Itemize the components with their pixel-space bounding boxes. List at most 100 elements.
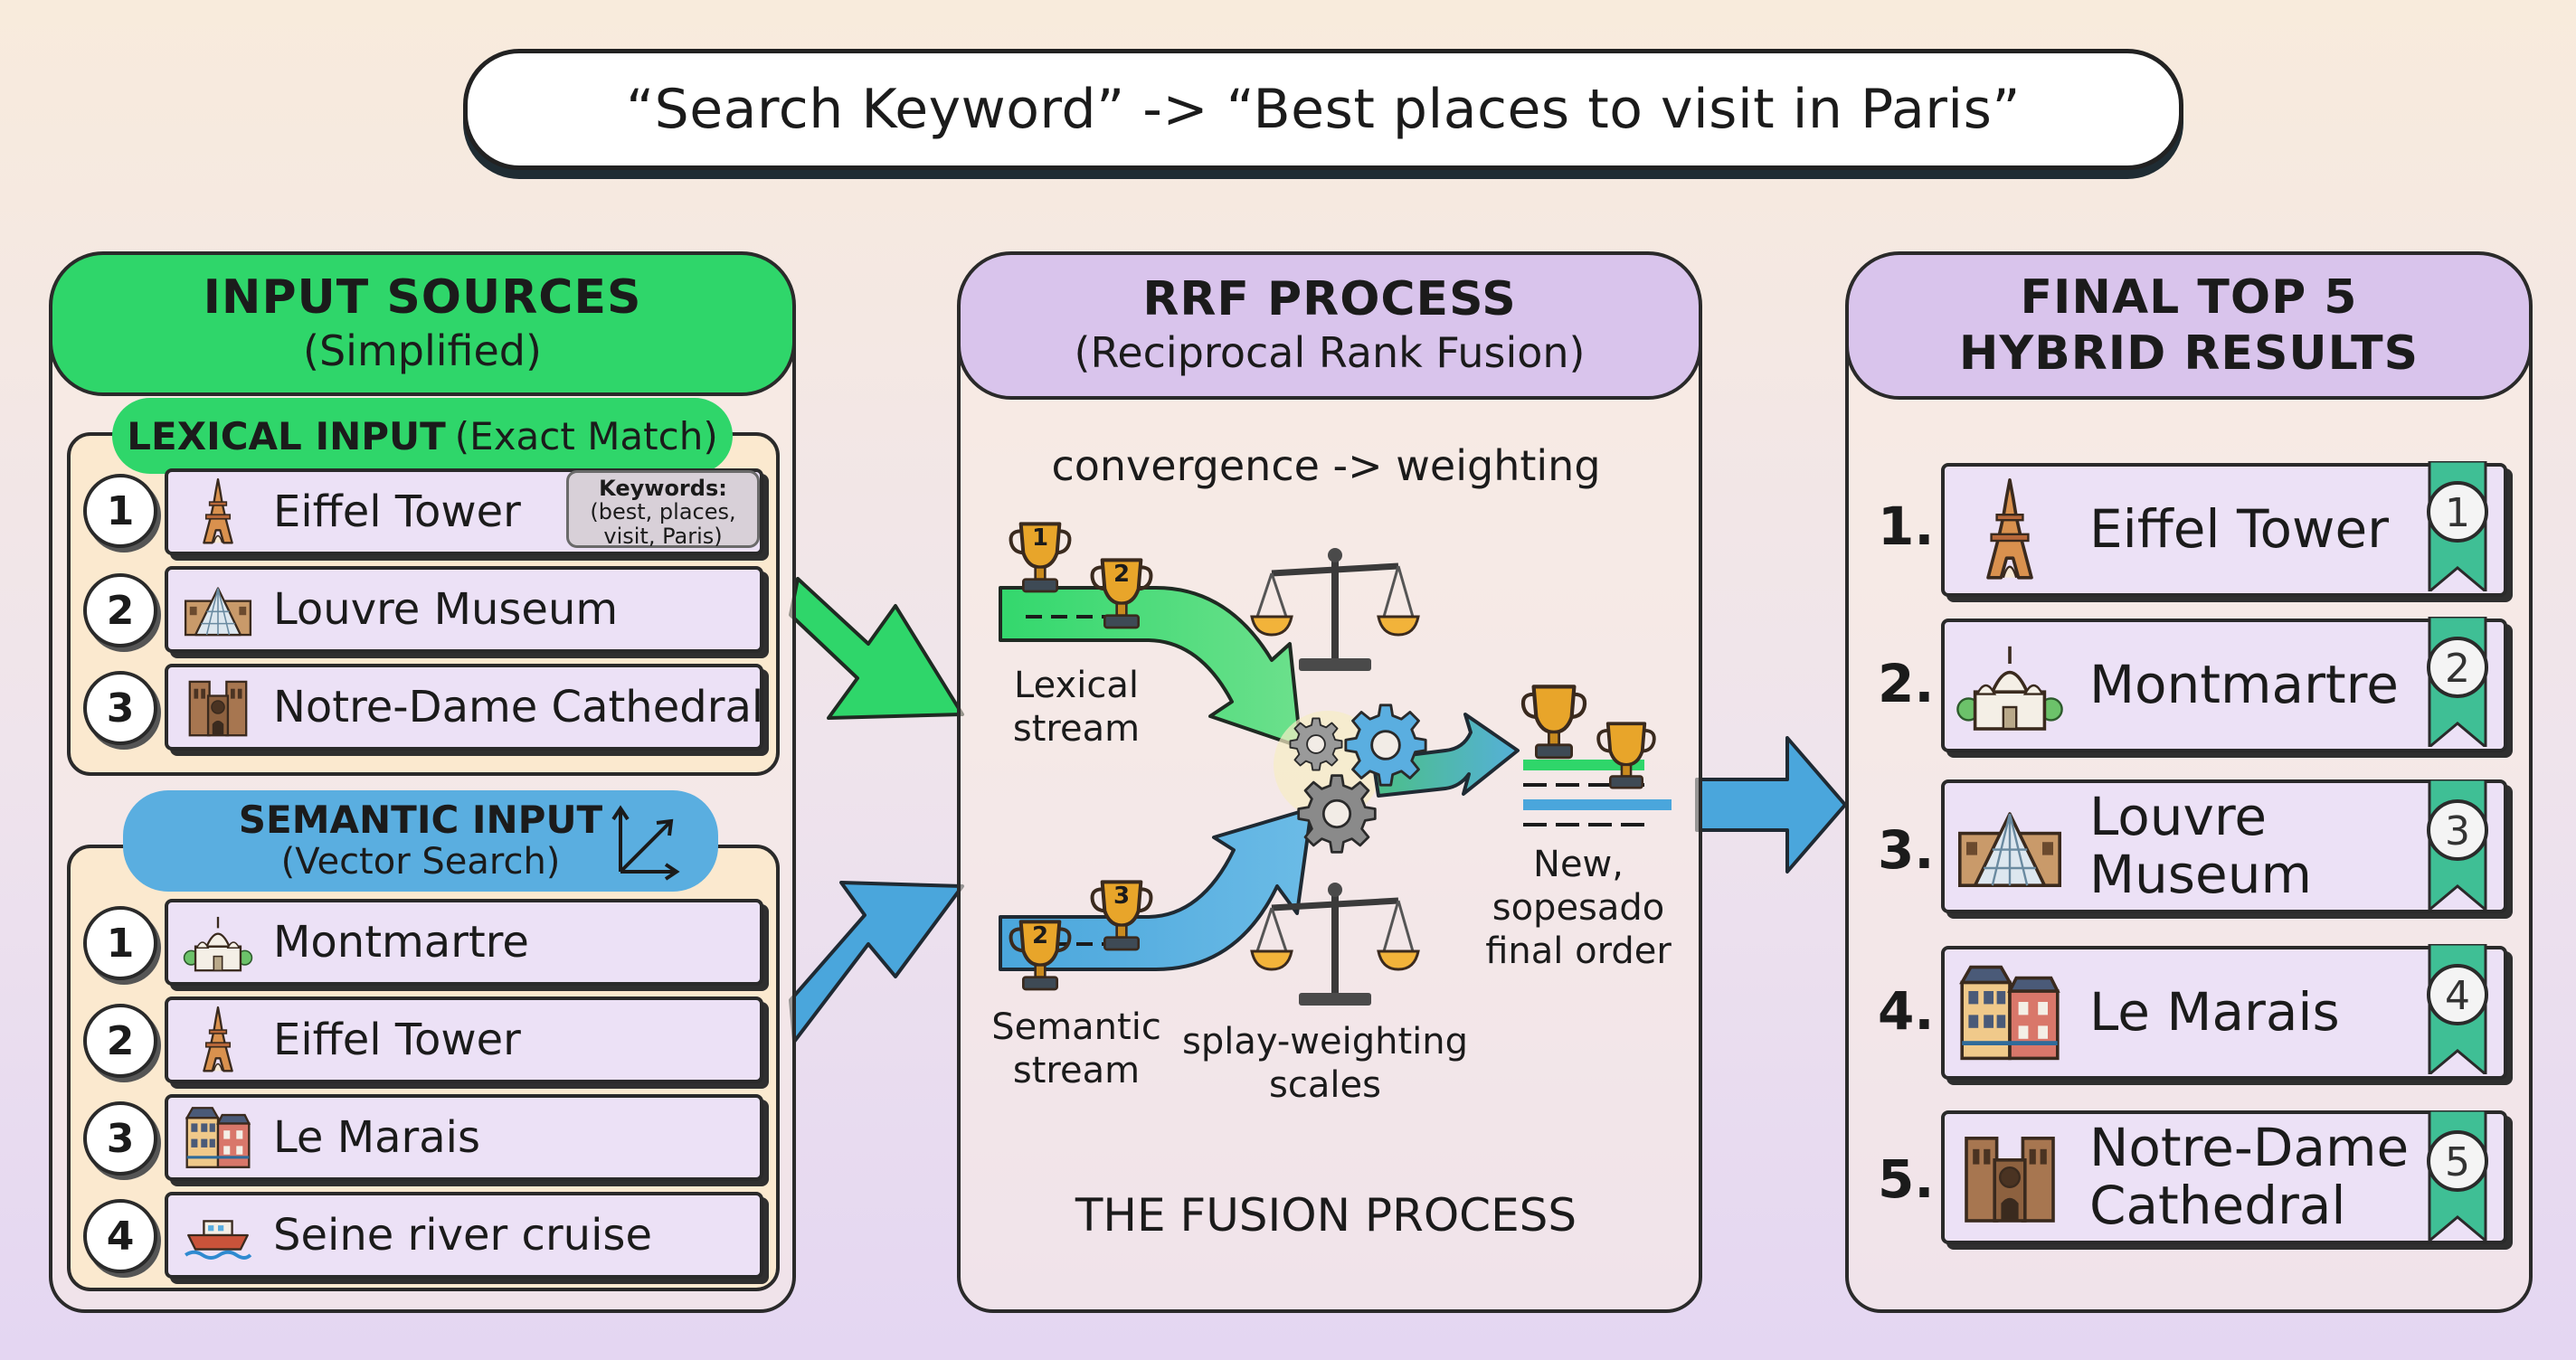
rrf-process-subtitle: (Reciprocal Rank Fusion) [1074, 328, 1586, 378]
le-marais-icon [1956, 959, 2064, 1067]
lexical-item-notre-dame[interactable]: Notre-Dame Cathedral [165, 664, 763, 751]
semantic-input-subtitle: (Vector Search) [280, 841, 561, 883]
input-sources-header: INPUT SOURCES (Simplified) [49, 251, 796, 396]
semantic-item-label: Eiffel Tower [273, 1015, 521, 1065]
gear-icon [1295, 772, 1378, 855]
lexical-input-pill: LEXICAL INPUT (Exact Match) [112, 398, 733, 474]
rank-ribbon-icon: 4 [2427, 944, 2488, 1074]
gear-icon [1288, 716, 1344, 772]
rank-badge-number: 5 [2445, 1139, 2470, 1185]
final-rank-number: 1. [1878, 496, 1935, 557]
semantic-input-title: SEMANTIC INPUT [238, 797, 603, 842]
scale-icon [1245, 534, 1425, 678]
final-results-title-line1: FINAL TOP 5 [2020, 269, 2358, 325]
lexical-input-subtitle: (Exact Match) [454, 413, 718, 458]
rank-badge-number: 3 [2445, 808, 2470, 855]
lexical-item-label: Eiffel Tower [273, 486, 521, 537]
semantic-item-label: Le Marais [273, 1112, 481, 1163]
semantic-item-le-marais[interactable]: Le Marais [165, 1094, 763, 1181]
eiffel-tower-icon [183, 477, 253, 547]
seine-boat-icon [183, 1200, 253, 1270]
rrf-process-title: RRF PROCESS [1142, 272, 1517, 327]
final-results-header: FINAL TOP 5 HYBRID RESULTS [1845, 251, 2533, 400]
semantic-input-pill: SEMANTIC INPUT (Vector Search) [123, 790, 718, 892]
semantic-rank-3: 3 [83, 1101, 157, 1176]
fusion-process-footer: THE FUSION PROCESS [1075, 1189, 1577, 1242]
keywords-list-2: visit, Paris) [603, 523, 723, 549]
semantic-item-seine-cruise[interactable]: Seine river cruise [165, 1192, 763, 1279]
semantic-item-label: Seine river cruise [273, 1210, 652, 1261]
semantic-to-rrf-arrow [789, 881, 964, 1044]
semantic-rank-1: 1 [83, 906, 157, 980]
rank-badge-number: 1 [2445, 490, 2470, 536]
search-query-box: “Search Keyword” -> “Best places to visi… [463, 49, 2183, 170]
keywords-list: (best, places, [590, 499, 736, 525]
final-order-trophy-icon [1516, 678, 1592, 769]
lexical-rank-2: 2 [83, 573, 157, 647]
final-order-trophy-icon [1592, 716, 1661, 798]
rank-badge-number: 4 [2445, 973, 2470, 1019]
rrf-process-header: RRF PROCESS (Reciprocal Rank Fusion) [957, 251, 1702, 400]
keywords-box: Keywords: (best, places, visit, Paris) [566, 470, 760, 548]
input-sources-subtitle: (Simplified) [303, 326, 542, 376]
eiffel-tower-icon [1956, 476, 2064, 584]
input-sources-title: INPUT SOURCES [203, 270, 642, 326]
final-rank-number: 4. [1878, 980, 1935, 1042]
eiffel-tower-icon [183, 1005, 253, 1075]
trophy-rank: 1 [1032, 524, 1049, 552]
lexical-input-title: LEXICAL INPUT [127, 413, 446, 458]
rank-ribbon-icon: 5 [2427, 1110, 2488, 1241]
semantic-item-eiffel-tower[interactable]: Eiffel Tower [165, 996, 763, 1083]
notre-dame-icon [1956, 1123, 2064, 1232]
rrf-caption: convergence -> weighting [1051, 441, 1601, 490]
final-rank-number: 5. [1878, 1148, 1935, 1210]
montmartre-icon [1956, 631, 2064, 740]
rank-badge-number: 2 [2445, 646, 2470, 692]
rank-ribbon-icon: 2 [2427, 617, 2488, 747]
rrf-to-final-arrow [1695, 736, 1847, 874]
final-result-eiffel-tower[interactable]: Eiffel Tower [1941, 463, 2507, 597]
final-result-label: Montmartre [2089, 654, 2399, 716]
final-rank-number: 2. [1878, 653, 1935, 714]
final-rank-number: 3. [1878, 819, 1935, 881]
final-result-label: Le Marais [2089, 981, 2340, 1044]
louvre-icon [1956, 792, 2064, 901]
lexical-to-rrf-arrow [789, 577, 964, 720]
final-result-label: Eiffel Tower [2089, 498, 2389, 561]
montmartre-icon [183, 907, 253, 978]
lexical-item-label: Louvre Museum [273, 584, 619, 635]
semantic-rank-2: 2 [83, 1004, 157, 1078]
keywords-title: Keywords: [599, 476, 727, 501]
search-query-text: “Search Keyword” -> “Best places to visi… [626, 78, 2021, 141]
trophy-rank: 2 [1113, 561, 1131, 588]
final-results-title-line2: HYBRID RESULTS [1958, 326, 2420, 381]
louvre-icon [183, 574, 253, 645]
vector-axes-icon [611, 805, 680, 881]
lexical-item-louvre-museum[interactable]: Louvre Museum [165, 566, 763, 653]
final-result-le-marais[interactable]: Le Marais [1941, 946, 2507, 1080]
lexical-rank-1: 1 [83, 474, 157, 548]
semantic-rank-4: 4 [83, 1199, 157, 1273]
semantic-item-montmartre[interactable]: Montmartre [165, 899, 763, 986]
final-result-montmartre[interactable]: Montmartre [1941, 619, 2507, 752]
semantic-item-label: Montmartre [273, 917, 529, 968]
le-marais-icon [183, 1102, 253, 1173]
lexical-rank-3: 3 [83, 671, 157, 745]
final-order-label: New, sopesado final order [1485, 844, 1672, 972]
trophy-rank: 3 [1113, 883, 1131, 910]
semantic-stream-arrow [999, 807, 1313, 971]
trophy-rank: 2 [1032, 922, 1049, 949]
lexical-item-label: Notre-Dame Cathedral [273, 682, 764, 732]
notre-dame-icon [183, 672, 253, 742]
rank-ribbon-icon: 1 [2427, 461, 2488, 591]
rank-ribbon-icon: 3 [2427, 779, 2488, 910]
